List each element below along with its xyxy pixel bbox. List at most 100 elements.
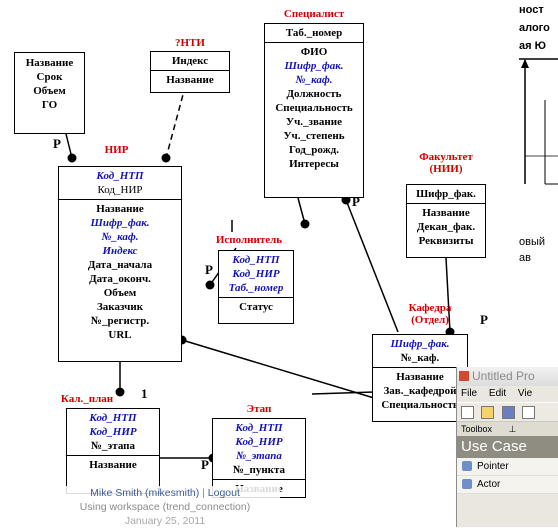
key-field: Шифр_фак. — [390, 338, 450, 350]
field: Название — [166, 74, 214, 86]
footer-overlay: Mike Smith (mikesmith) | Logout Using wo… — [50, 486, 280, 528]
field: Дата_оконч. — [89, 273, 151, 285]
key-field: Код_НТП — [96, 170, 144, 182]
entity-executor: Код_НТП Код_НИР Таб._номер Статус — [218, 250, 294, 324]
entity-top-left: Название Срок Объем ГО — [14, 52, 85, 134]
field: Дата_начала — [87, 259, 153, 271]
entity-title-specialist: Специалист — [283, 8, 345, 20]
field: №_этапа — [90, 440, 136, 452]
open-folder-icon[interactable] — [481, 406, 495, 419]
app-toolbar — [457, 402, 558, 422]
label-p: P — [201, 457, 209, 472]
entity-title-tnti: ?НТИ — [175, 37, 205, 49]
toolbox-item-label: Pointer — [477, 461, 509, 472]
actor-icon — [462, 479, 472, 489]
field: Название — [422, 207, 470, 219]
menu-view[interactable]: Vie — [517, 388, 533, 399]
toolbox-section-header[interactable]: Use Case — [457, 436, 558, 458]
field: Срок — [36, 71, 63, 83]
save-icon[interactable] — [501, 406, 515, 419]
entity-title-etap: Этап — [246, 403, 272, 415]
field: URL — [108, 329, 132, 341]
field: Объем — [103, 287, 137, 299]
faculty-title-line1: Факультет — [419, 151, 473, 163]
label-p: P — [53, 136, 61, 151]
field: Заказчик — [96, 301, 144, 313]
entity-title-kalplan: Кал._план — [60, 393, 114, 405]
key-field: №_каф. — [295, 74, 333, 86]
key-field: Шифр_фак. — [90, 217, 150, 229]
key-field: Код_НИР — [232, 268, 280, 280]
key-field: №_каф. — [101, 231, 139, 243]
field: Зав._кафедрой — [383, 385, 457, 397]
field: Название — [96, 203, 144, 215]
print-icon[interactable] — [522, 406, 536, 419]
field: Код_НИР — [97, 184, 143, 196]
field: №_пункта — [232, 464, 286, 476]
entity-title-faculty: Факультет (НИИ) — [406, 151, 486, 175]
label-p: P — [352, 194, 360, 209]
label-p: P — [205, 262, 213, 277]
toolbox-header: Toolbox ⊥ — [457, 422, 558, 436]
field: Таб._номер — [285, 27, 343, 39]
field: Уч._степень — [283, 130, 345, 142]
key-field: Код_НТП — [89, 412, 137, 424]
snippet-chart — [519, 58, 558, 185]
field: ФИО — [300, 46, 328, 58]
entity-nir: Код_НТП Код_НИР Название Шифр_фак. №_каф… — [58, 166, 182, 362]
label-p: P — [480, 312, 488, 327]
separator: | — [199, 487, 208, 499]
kafedra-title-line2: (Отдел) — [411, 314, 449, 326]
field: Декан_фак. — [416, 221, 476, 233]
pin-icon[interactable]: ⊥ — [508, 424, 517, 434]
toolbox-label: Toolbox — [461, 424, 493, 434]
snippet-line-2: алого — [519, 22, 550, 34]
toolbox-item-actor[interactable]: Actor — [457, 476, 558, 494]
entity-kafedra: Шифр_фак. №_каф. Название Зав._кафедрой … — [372, 334, 468, 422]
entity-title-executor: Исполнитель — [215, 234, 283, 246]
app-menu-bar: File Edit Vie — [457, 386, 558, 402]
entity-title-nir: НИР — [104, 144, 129, 156]
field: Реквизиты — [418, 235, 474, 247]
key-field: Шифр_фак. — [284, 60, 344, 72]
key-field: Код_НИР — [235, 436, 283, 448]
entity-kalplan: Код_НТП Код_НИР №_этапа Название — [66, 408, 160, 494]
toolbox-item-pointer[interactable]: Pointer — [457, 458, 558, 476]
kafedra-title-line1: Кафедра — [408, 302, 452, 314]
field: Название — [89, 459, 137, 471]
key-field: Таб._номер — [228, 282, 284, 294]
workspace-text: Using workspace (trend_connection) — [79, 501, 251, 513]
menu-edit[interactable]: Edit — [488, 388, 507, 399]
app-logo-icon — [459, 371, 469, 381]
app-title-bar[interactable]: Untitled Pro — [457, 367, 558, 386]
new-file-icon[interactable] — [461, 406, 474, 419]
date-text: January 25, 2011 — [124, 515, 206, 527]
field: Название — [25, 57, 74, 69]
app-window: Untitled Pro File Edit Vie Toolbox ⊥ Use… — [456, 367, 558, 527]
toolbox-item-label: Actor — [477, 479, 501, 490]
field: №_регистр. — [90, 315, 150, 327]
field: Специальность — [381, 399, 459, 411]
snippet-line-1: ност — [519, 4, 544, 16]
field: Год_рожд. — [289, 144, 339, 156]
field: №_каф. — [400, 352, 440, 364]
field: Объем — [33, 85, 66, 97]
field: Должность — [286, 88, 342, 100]
pointer-icon — [462, 461, 472, 471]
key-field: Индекс — [102, 245, 138, 257]
field: Специальность — [275, 102, 353, 114]
field: ГО — [41, 99, 58, 111]
label-one: 1 — [141, 386, 148, 401]
key-field: Код_НТП — [235, 422, 283, 434]
key-field: Код_НИР — [89, 426, 137, 438]
key-field: №_этапа — [236, 450, 282, 462]
menu-file[interactable]: File — [461, 388, 478, 399]
logout-link[interactable]: Logout — [207, 487, 240, 499]
user-name[interactable]: Mike Smith (mikesmith) — [90, 487, 200, 499]
entity-faculty: Шифр_фак. Название Декан_фак. Реквизиты — [406, 184, 486, 258]
snippet-lower-1: овый — [519, 236, 546, 248]
field: Статус — [239, 301, 273, 313]
entity-title-kafedra: Кафедра (Отдел) — [395, 302, 465, 326]
faculty-title-line2: (НИИ) — [429, 163, 463, 175]
entity-specialist: Таб._номер ФИО Шифр_фак. №_каф. Должност… — [264, 23, 364, 198]
